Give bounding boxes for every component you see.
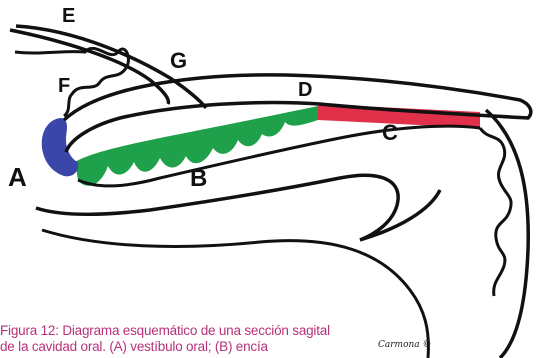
outline-right-curve <box>486 110 528 358</box>
wavy-line-right <box>480 128 511 296</box>
label-g: G <box>170 48 187 73</box>
caption-line-2: de la cavidad oral. (A) vestíbulo oral; … <box>0 339 360 355</box>
label-c: C <box>382 120 398 145</box>
caption-line-1: Figura 12: Diagrama esquemático de una s… <box>0 323 360 339</box>
label-a: A <box>8 162 27 192</box>
figure-caption: Figura 12: Diagrama esquemático de una s… <box>0 323 360 355</box>
blue-region-a <box>42 118 79 176</box>
label-b: B <box>190 165 207 192</box>
label-e: E <box>62 5 75 27</box>
artist-signature: Carmona © <box>378 340 432 350</box>
label-d: D <box>298 79 312 101</box>
label-f: F <box>58 75 70 97</box>
